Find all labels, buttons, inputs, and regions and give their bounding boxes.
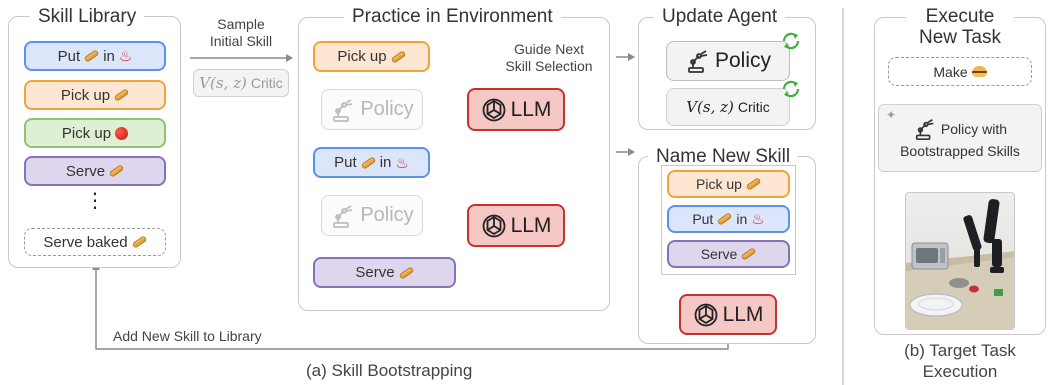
update-policy-box: Policy — [666, 41, 790, 81]
baguette-icon — [131, 235, 147, 249]
openai-logo-icon — [482, 214, 505, 237]
critic-symbol: V(s, z) — [199, 74, 247, 92]
execute-title-line2: New Task — [918, 27, 1001, 48]
practice-llm-1: LLM — [467, 88, 565, 131]
baguette-icon — [390, 49, 406, 64]
execute-title-line1: Execute — [925, 6, 995, 27]
caption-target-task: (b) Target Task Execution — [880, 340, 1040, 382]
execute-title: Execute New Task — [906, 6, 1014, 48]
guide-line2: Skill Selection — [505, 58, 593, 74]
sequence-middle-text: in — [736, 211, 748, 227]
practice-policy-2: Policy — [321, 195, 423, 236]
baguette-icon — [83, 49, 100, 63]
add-new-skill-label: Add New Skill to Library — [113, 328, 262, 344]
policy-label: Policy — [360, 98, 414, 120]
update-critic-box: V(s, z) Critic — [666, 88, 790, 126]
baguette-icon — [745, 177, 762, 191]
library-skill-put-in-oven[interactable]: Put in ♨ — [24, 41, 166, 71]
sequence-text: Put — [692, 211, 714, 227]
name-new-skill-title: Name New Skill — [648, 146, 799, 167]
step-middle-text: in — [379, 154, 392, 171]
library-skill-pick-up-baguette[interactable]: Pick up — [24, 80, 166, 110]
sparkle-icon: ✦ — [886, 108, 897, 122]
practice-step-pick-up[interactable]: Pick up — [313, 41, 430, 72]
baguette-icon — [716, 212, 733, 226]
name-new-skill-llm: LLM — [679, 294, 777, 335]
baguette-icon — [398, 265, 414, 280]
critic-symbol: V(s, z) — [686, 98, 734, 116]
guide-next-skill-label: Guide Next Skill Selection — [494, 41, 604, 75]
practice-llm-2: LLM — [467, 204, 565, 247]
step-text: Serve — [355, 264, 395, 281]
skill-text: Pick up — [61, 124, 112, 142]
skill-library-title: Skill Library — [30, 6, 145, 27]
guide-line1: Guide Next — [513, 41, 585, 57]
heat-icon: ♨ — [751, 211, 765, 228]
sequence-serve: Serve — [667, 240, 790, 268]
refresh-icon — [782, 32, 800, 50]
practice-title: Practice in Environment — [344, 6, 561, 27]
policy-label: Policy — [714, 49, 772, 72]
openai-logo-icon — [482, 98, 505, 121]
sample-label: Sample Initial Skill — [196, 16, 286, 50]
library-skill-serve-baguette[interactable]: Serve — [24, 156, 166, 186]
sequence-put-in: Put in ♨ — [667, 205, 790, 233]
llm-label: LLM — [510, 213, 552, 237]
skill-text: Pick up — [60, 86, 111, 104]
caption-line1: (b) Target Task — [904, 341, 1016, 360]
sample-label-line1: Sample — [217, 16, 265, 32]
robot-arm-icon — [688, 50, 708, 73]
policy-line1: Policy with — [940, 121, 1008, 137]
baguette-icon — [360, 155, 377, 170]
policy-line-row: Policy with — [913, 117, 1007, 141]
policy-label: Policy — [360, 204, 414, 226]
caption-skill-bootstrapping: (a) Skill Bootstrapping — [306, 361, 473, 380]
baguette-icon — [740, 247, 757, 261]
step-text: Pick up — [337, 48, 387, 65]
llm-label: LLM — [722, 302, 764, 326]
openai-logo-icon — [694, 303, 717, 326]
baguette-icon — [108, 164, 125, 178]
update-agent-title: Update Agent — [654, 6, 786, 27]
robot-arm-icon — [333, 204, 353, 228]
skill-middle-text: in — [103, 47, 115, 65]
sequence-text: Pick up — [696, 176, 742, 192]
robot-arm-icon — [915, 119, 934, 140]
robot-kitchen-scene-image — [905, 192, 1015, 330]
practice-step-put-in[interactable]: Put in ♨ — [313, 147, 430, 178]
llm-label: LLM — [510, 97, 552, 121]
library-skill-pick-up-apple[interactable]: Pick up — [24, 118, 166, 148]
sample-critic-box: V(s, z) Critic — [193, 69, 289, 97]
critic-label: Critic — [737, 99, 770, 115]
sample-label-line2: Initial Skill — [209, 33, 273, 49]
step-text: Put — [334, 154, 357, 171]
refresh-icon — [782, 80, 800, 98]
critic-label: Critic — [250, 75, 283, 91]
policy-line2: Bootstrapped Skills — [900, 143, 1020, 159]
robot-arm-icon — [333, 98, 353, 122]
sequence-pick-up: Pick up — [667, 170, 790, 198]
skill-text: Put — [57, 47, 81, 65]
more-skills-ellipsis: ⋮ — [85, 190, 105, 212]
burger-icon — [971, 66, 987, 77]
sequence-text: Serve — [700, 246, 738, 262]
library-new-skill-serve-baked[interactable]: Serve baked — [24, 228, 166, 256]
caption-line2: Execution — [922, 362, 998, 381]
skill-text: Serve — [65, 162, 106, 180]
heat-icon: ♨ — [395, 154, 409, 172]
execute-make-task[interactable]: Make — [888, 57, 1032, 86]
execute-policy-box: Policy with Bootstrapped Skills — [878, 104, 1042, 172]
baguette-icon — [113, 88, 130, 102]
practice-step-serve[interactable]: Serve — [313, 257, 456, 288]
kitchen-scene-illustration — [906, 199, 1014, 329]
make-text: Make — [933, 63, 968, 80]
skill-text: Serve baked — [43, 233, 128, 251]
apple-icon — [115, 126, 129, 140]
practice-policy-1: Policy — [321, 89, 423, 130]
heat-icon: ♨ — [118, 48, 133, 65]
